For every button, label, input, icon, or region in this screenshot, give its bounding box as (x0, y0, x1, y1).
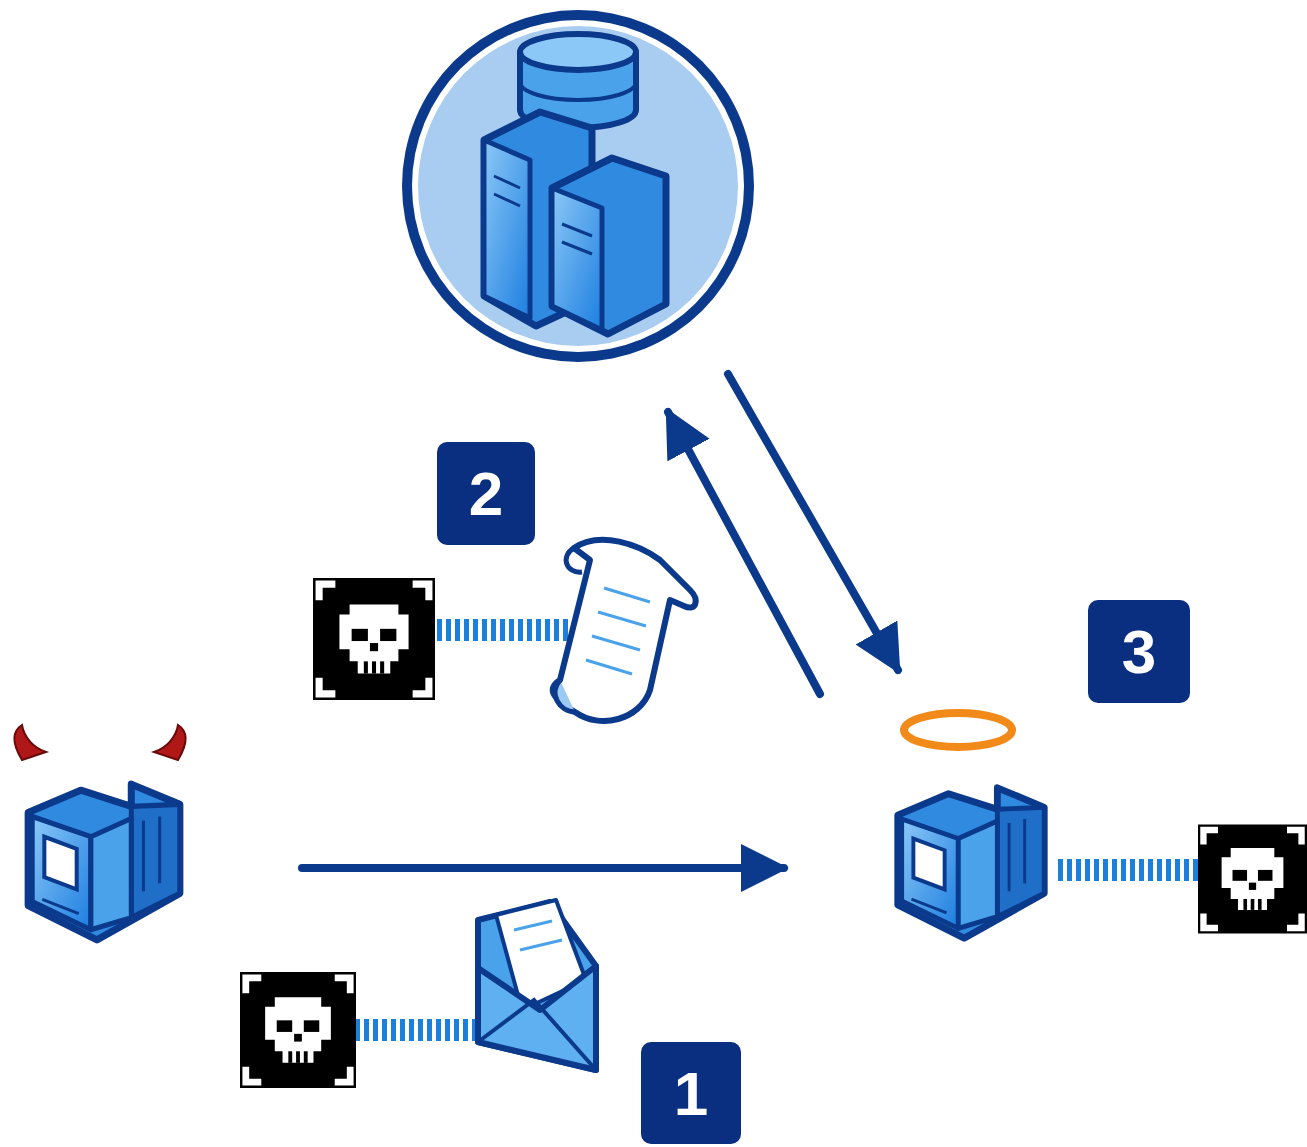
server-cluster (402, 10, 754, 362)
callout-number: 1 (641, 1042, 741, 1144)
attacker-computer (14, 725, 185, 940)
script-scroll (553, 540, 696, 721)
callout-number: 2 (437, 442, 535, 545)
victim-computer (898, 713, 1044, 938)
flow-arrows (302, 374, 898, 868)
malware-icon (240, 972, 356, 1088)
email-envelope (478, 900, 596, 1070)
malware-icon (313, 578, 435, 700)
callout-number: 3 (1088, 600, 1190, 703)
malware-icon (1198, 825, 1307, 934)
